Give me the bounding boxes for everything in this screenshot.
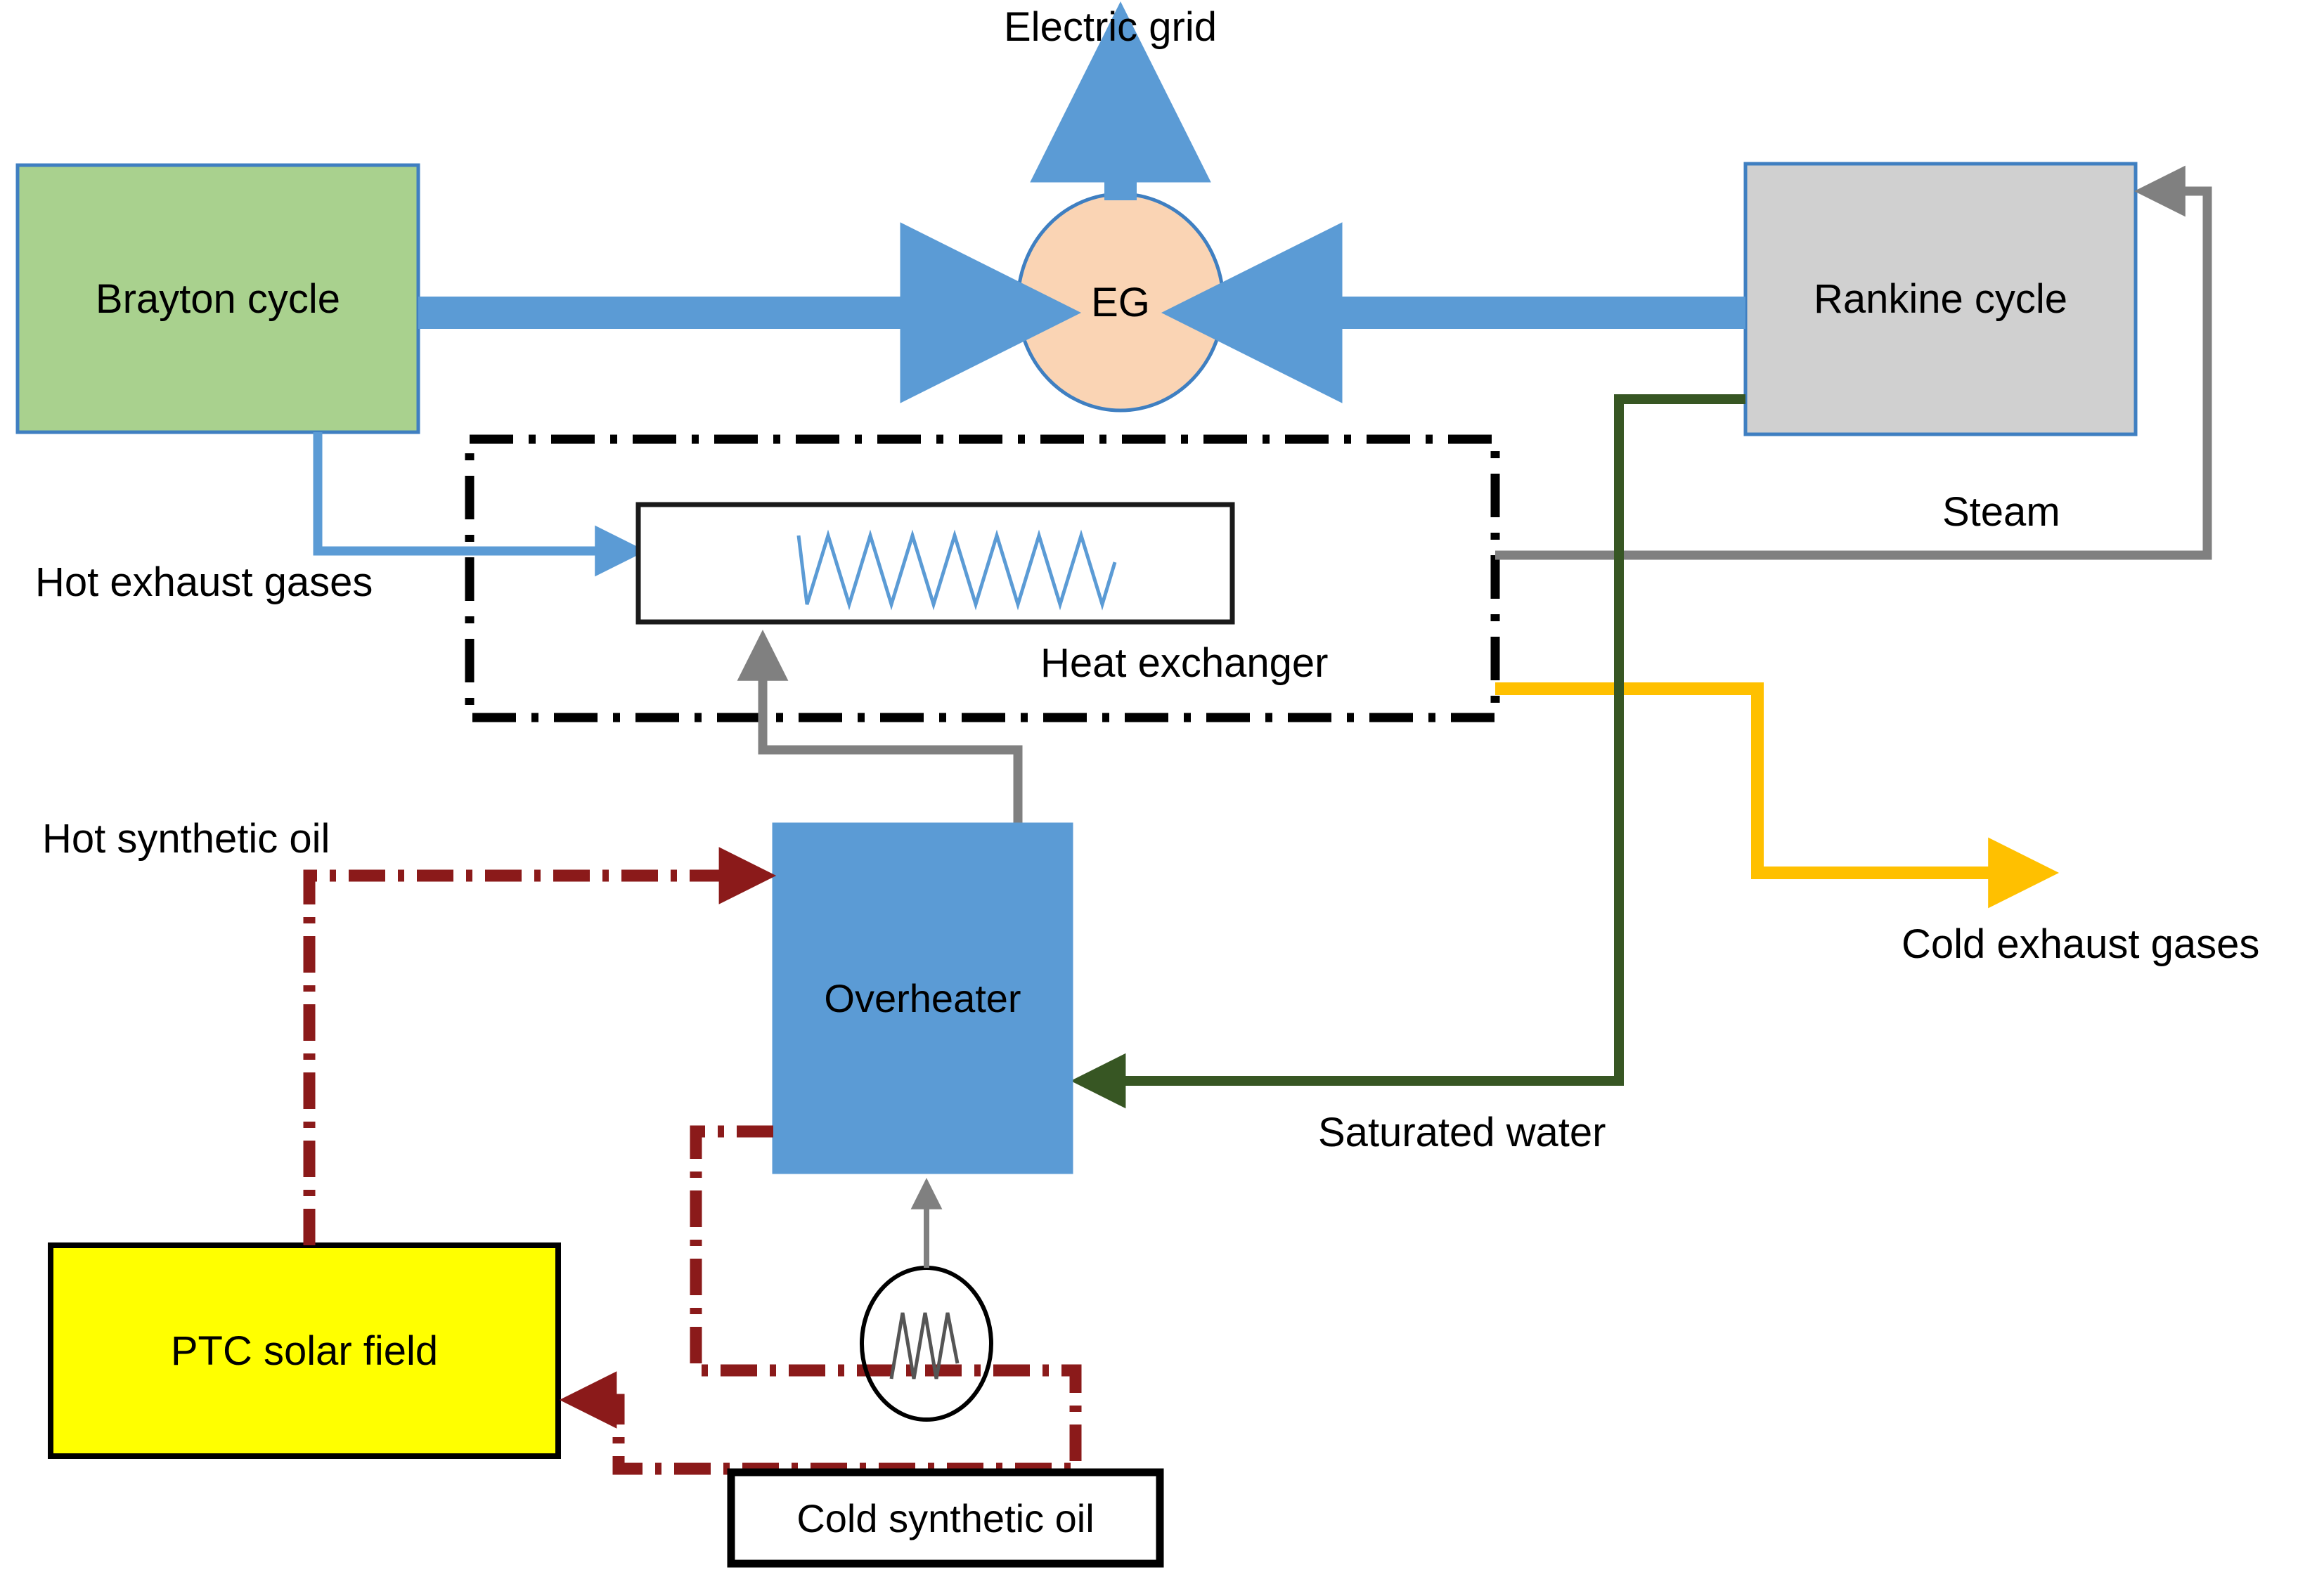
steam-label: Steam [1942, 489, 2060, 535]
flow-cold-synthetic-oil [559, 1125, 1082, 1475]
flow-overheater-to-heat-exchanger [737, 629, 1023, 824]
brayton-cycle-label: Brayton cycle [95, 275, 341, 322]
heat-exchanger-label: Heat exchanger [1040, 640, 1329, 686]
pump-coil-icon [889, 1312, 960, 1380]
saturated-water-label: Saturated water [1318, 1110, 1606, 1155]
heat-exchanger-boundary [465, 434, 1500, 722]
cold-synthetic-oil-box[interactable] [727, 1468, 1164, 1568]
generator-label: EG [1091, 279, 1150, 325]
flow-saturated-water [1070, 394, 1745, 1109]
heat-exchanger-coil-icon [796, 529, 1117, 611]
flow-hot-synthetic-oil [303, 847, 777, 1245]
electric-grid-label: Electric grid [1004, 4, 1217, 50]
ptc-solar-field-label: PTC solar field [170, 1328, 439, 1374]
pump-node[interactable] [860, 1266, 993, 1422]
ptc-solar-field-box[interactable] [48, 1242, 561, 1459]
flow-cold-exhaust-gases [1495, 682, 2060, 909]
overheater-label: Overheater [824, 976, 1021, 1020]
cold-exhaust-gases-label: Cold exhaust gases [1902, 921, 2260, 967]
flow-hot-exhaust-gases [313, 432, 647, 577]
hot-exhaust-gases-label: Hot exhaust gases [35, 559, 373, 605]
rankine-cycle-label: Rankine cycle [1813, 276, 2068, 322]
flow-steam-to-rankine [1495, 165, 2212, 560]
rankine-cycle-box[interactable] [1743, 162, 2138, 436]
brayton-cycle-box[interactable] [15, 163, 420, 434]
cold-synthetic-oil-label: Cold synthetic oil [796, 1495, 1095, 1540]
hot-synthetic-oil-label: Hot synthetic oil [42, 816, 330, 862]
overheater-box[interactable] [772, 822, 1073, 1174]
